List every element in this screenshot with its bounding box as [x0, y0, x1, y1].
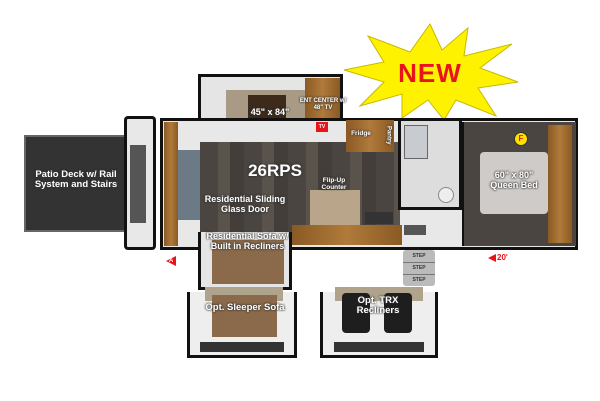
pantry-label: Pantry [385, 125, 392, 145]
bed-size-label: 45" x 84" [250, 107, 290, 117]
tv-marker: TV [316, 122, 328, 132]
fridge-cabinet [346, 120, 394, 152]
shower [404, 125, 428, 159]
sliding-glass-door [178, 150, 200, 220]
ent-center-label: ENT CENTER w/ 48" TV [299, 98, 347, 111]
queen-bed-label: 60" x 80" Queen Bed [490, 170, 538, 190]
toilet [438, 187, 454, 203]
rear-cabinet [164, 122, 178, 246]
marker-a: A [166, 256, 176, 266]
patio-label: Patio Deck w/ Rail System and Stairs [34, 169, 118, 191]
queen-bed [480, 152, 548, 214]
flip-up-counter [310, 190, 360, 225]
dimension-arrow-icon [488, 254, 496, 262]
recliner-left [342, 293, 370, 333]
step: STEP [403, 250, 435, 263]
residential-sofa [212, 240, 284, 284]
opt-trx-label: Opt. TRX Recliners [356, 295, 400, 317]
fireplace-marker: F [514, 132, 528, 146]
new-badge-text: NEW [398, 58, 462, 88]
bath-sink [404, 225, 426, 235]
entry-steps: STEP STEP STEP [403, 250, 435, 286]
step: STEP [412, 277, 426, 283]
rear-door-glass [130, 145, 146, 223]
stove [365, 212, 393, 224]
dimension-label: 20' [497, 253, 508, 262]
res-sofa-label: Residential Sofa w/ Built in Recliners [206, 231, 289, 251]
fridge-label: Fridge [351, 130, 371, 137]
flip-up-label: Flip-Up Counter [321, 177, 347, 192]
trx-floor [334, 342, 424, 352]
recliner-right [384, 293, 412, 333]
sleeper-sofa-floor [200, 342, 284, 352]
patio-deck [24, 135, 126, 232]
sleeper-sofa [212, 295, 277, 337]
step: STEP [403, 263, 435, 275]
model-name: 26RPS [248, 161, 302, 180]
sliding-door-label: Residential Sliding Glass Door [204, 194, 286, 214]
opt-sofa-label: Opt. Sleeper Sofa [205, 302, 285, 313]
bedroom-wardrobe [548, 125, 572, 243]
kitchen-counter [292, 225, 402, 245]
